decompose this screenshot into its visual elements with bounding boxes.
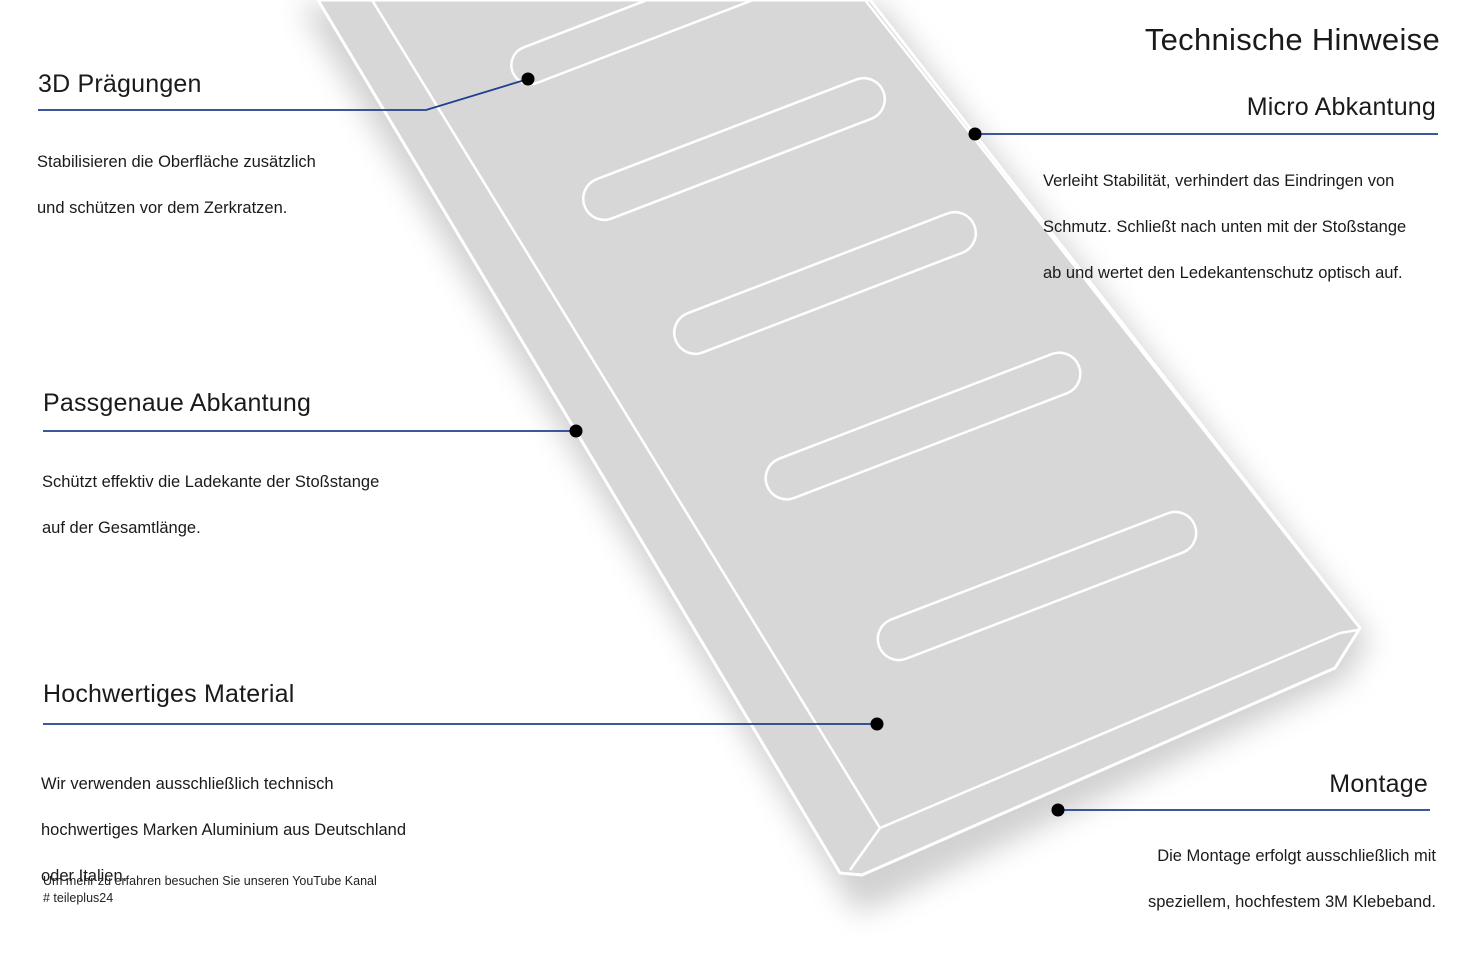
material-description-line: Wir verwenden ausschließlich technisch bbox=[41, 775, 334, 793]
embossing-description-line: und schützen vor dem Zerkratzen. bbox=[37, 199, 288, 217]
fitted-edge-description: Schützt effektiv die Ladekante der Stoßs… bbox=[42, 448, 379, 563]
marker-dots bbox=[521, 72, 1065, 817]
mounting-heading: Montage bbox=[1329, 770, 1428, 798]
material-description-line: hochwertiges Marken Aluminium aus Deutsc… bbox=[41, 821, 407, 839]
micro-edge-line bbox=[864, 0, 1356, 623]
leader-line-embossing bbox=[38, 78, 529, 111]
micro-edge-description-line: Verleiht Stabilität, verhindert das Eind… bbox=[1043, 172, 1395, 190]
corner-bend-line bbox=[1339, 628, 1359, 635]
mounting-description-line: speziellem, hochfestem 3M Klebeband. bbox=[1148, 893, 1436, 911]
embossed-slot bbox=[764, 351, 1082, 501]
footer-note: Um mehr zu erfahren besuchen Sie unseren… bbox=[43, 873, 377, 907]
material-description: Wir verwenden ausschließlich technisch h… bbox=[41, 750, 406, 911]
embossing-description: Stabilisieren die Oberfläche zusätzlich … bbox=[37, 128, 316, 243]
embossing-description-line: Stabilisieren die Oberfläche zusätzlich bbox=[37, 153, 316, 171]
page-title: Technische Hinweise bbox=[1144, 22, 1440, 57]
footer-youtube-text: Um mehr zu erfahren besuchen Sie unseren… bbox=[43, 874, 377, 888]
embossing-heading: 3D Prägungen bbox=[38, 70, 202, 98]
footer-hashtag: # teileplus24 bbox=[43, 891, 114, 905]
bottom-bend-line bbox=[848, 827, 882, 871]
marker-dot-material bbox=[870, 717, 884, 731]
micro-edge-description-line: ab und wertet den Ledekantenschutz optis… bbox=[1043, 264, 1403, 282]
marker-dot-micro-edge bbox=[968, 127, 982, 141]
embossed-slots bbox=[510, 0, 1198, 662]
micro-edge-description-line: Schmutz. Schließt nach unten mit der Sto… bbox=[1043, 218, 1407, 236]
fitted-edge-description-line: Schützt effektiv die Ladekante der Stoßs… bbox=[42, 473, 380, 491]
mounting-description: Die Montage erfolgt ausschließlich mit s… bbox=[1148, 822, 1436, 937]
marker-dot-fitted-edge bbox=[569, 424, 583, 438]
embossed-slot bbox=[581, 76, 887, 222]
plate-body bbox=[316, 0, 1362, 877]
sill-plate bbox=[316, 0, 1362, 877]
micro-edge-heading: Micro Abkantung bbox=[1246, 93, 1436, 121]
fitted-edge-description-line: auf der Gesamtlänge. bbox=[42, 519, 201, 537]
material-description-line: oder Italien. bbox=[41, 867, 128, 885]
material-heading: Hochwertiges Material bbox=[43, 680, 295, 708]
marker-dot-mounting bbox=[1051, 803, 1065, 817]
leader-lines bbox=[38, 78, 1438, 811]
embossed-slot bbox=[876, 510, 1198, 662]
marker-dot-embossing bbox=[521, 72, 535, 86]
micro-edge-description: Verleiht Stabilität, verhindert das Eind… bbox=[1043, 147, 1406, 308]
mounting-description-line: Die Montage erfolgt ausschließlich mit bbox=[1157, 847, 1436, 865]
fitted-edge-heading: Passgenaue Abkantung bbox=[43, 389, 312, 417]
embossed-slot bbox=[672, 210, 978, 356]
embossed-slot bbox=[510, 0, 786, 86]
